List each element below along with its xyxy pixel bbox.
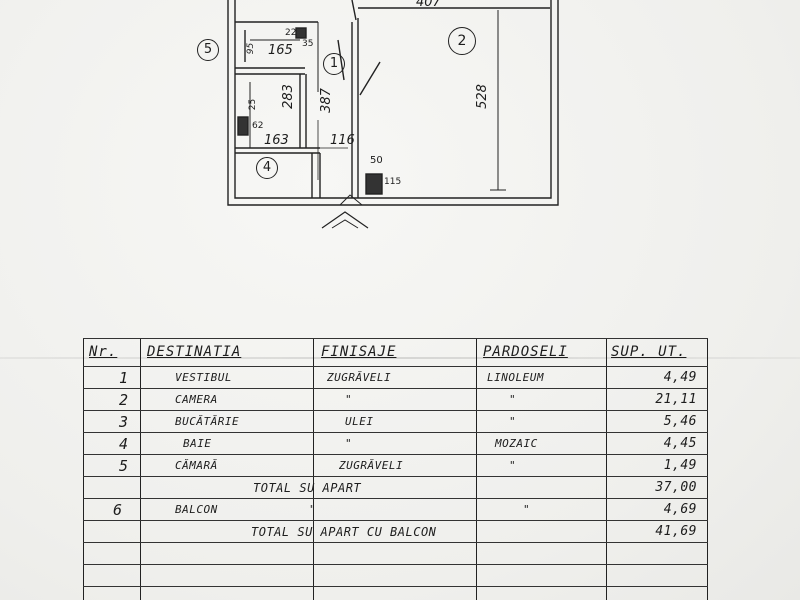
cell-destinatia: CAMERA [175,393,218,406]
cell-pardoseli: " [509,393,517,406]
table-row-total-balcony: TOTAL SU APART CU BALCON 41,69 [83,520,708,542]
cell-suprafata: 21,11 [655,392,697,407]
mark-duct-height: 35 [302,39,314,49]
cell-nr: 6 [113,501,123,519]
mark-shaft-depth: 25 [248,98,259,111]
room-number-4: 4 [256,157,278,179]
header-pardoseli: PARDOSELI [483,344,568,360]
cell-suprafata: 5,46 [663,414,697,429]
mark-kitchen-shaft: 62 [252,121,264,131]
cell-pardoseli: LINOLEUM [487,371,544,384]
cell-suprafata: 1,49 [663,458,697,473]
cell-nr: 3 [119,413,129,431]
cell-suprafata: 4,49 [663,370,697,385]
cell-finisaje: ZUGRĂVELI [327,371,392,384]
table-row: 5 CĂMARĂ ZUGRĂVELI " 1,49 [83,454,708,476]
cell-destinatia: VESTIBUL [175,371,232,384]
table-row: 6 BALCON " " 4,69 [83,498,708,520]
dim-top: 407 [416,0,441,10]
mark-stack-depth: 115 [384,177,402,187]
paper-fold [0,357,800,359]
cell-finisaje: " [345,437,353,450]
header-suprafata-utila: SUP. UT. [611,344,687,360]
cell-finisaje: ULEI [345,415,374,428]
floor-plan-drawing [227,0,559,229]
cell-total-suprafata: 37,00 [655,480,697,495]
dim-kitchen-width: 163 [264,133,289,148]
table-row-total: TOTAL SU APART 37,00 [83,476,708,498]
cell-nr: 2 [119,391,129,409]
room-number-2: 2 [448,27,476,55]
room-schedule-table: Nr. DESTINATIA FINISAJE PARDOSELI SUP. U… [83,338,708,600]
cell-pardoseli: " [523,503,531,516]
cell-suprafata: 4,69 [663,502,697,517]
table-row: 4 BAIE " MOZAIC 4,45 [83,432,708,454]
cell-pardoseli: MOZAIC [495,437,538,450]
cell-destinatia: CĂMARĂ [175,459,218,472]
header-destinatia: DESTINATIA [147,344,242,360]
cell-nr: 5 [119,457,129,475]
cell-finisaje: ZUGRĂVELI [339,459,404,472]
cell-total-balcony-label: TOTAL SU APART CU BALCON [251,525,437,539]
cell-pardoseli: " [509,415,517,428]
dim-hall-height: 387 [318,88,334,113]
cell-total-balcony-suprafata: 41,69 [655,524,697,539]
mark-duct-width: 22 [285,28,297,38]
table-row: 3 BUCĂTĂRIE ULEI " 5,46 [83,410,708,432]
cell-nr: 4 [119,435,129,453]
table-row: 2 CAMERA " " 21,11 [83,388,708,410]
cell-destinatia: BAIE [183,437,212,450]
cell-nr: 1 [119,369,129,387]
room-number-5: 5 [197,39,219,61]
mark-stack-width: 50 [370,155,383,166]
cell-destinatia: BALCON [175,503,218,516]
floor-plan: 407 528 165 95 283 163 387 116 22 35 62 … [0,0,800,240]
outer-wall [227,0,559,206]
header-nr: Nr. [89,344,118,360]
dim-right: 528 [474,84,490,109]
dim-pantry-width: 165 [268,43,293,58]
table-row: 1 VESTIBUL ZUGRĂVELI LINOLEUM 4,49 [83,366,708,388]
dim-pantry-height: 95 [246,42,257,55]
cell-destinatia: BUCĂTĂRIE [175,415,240,428]
cell-suprafata: 4,45 [663,436,697,451]
dim-hall-width: 116 [330,133,355,148]
header-finisaje: FINISAJE [321,344,397,360]
cell-finisaje: " [345,393,353,406]
cell-pardoseli: " [509,459,517,472]
cell-total-label: TOTAL SU APART [253,481,362,495]
dim-kitchen-height: 283 [280,84,296,109]
room-number-1: 1 [323,53,345,75]
cell-finisaje: " [309,503,317,516]
